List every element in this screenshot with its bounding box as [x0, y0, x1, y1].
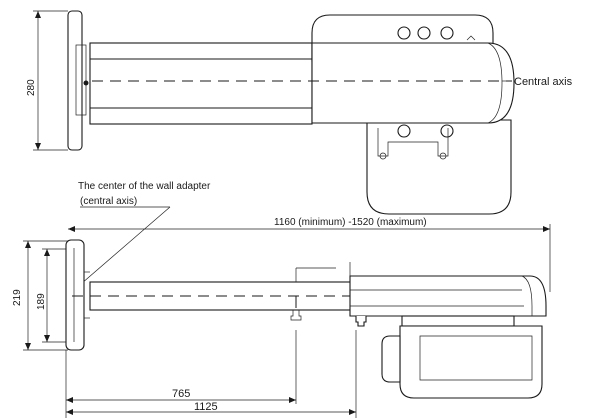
inner-height-189-label: 189	[36, 293, 47, 310]
wall-bracket-top	[75, 44, 87, 116]
wall-plate-side	[65, 239, 85, 351]
central-axis-label: Central axis	[514, 76, 573, 88]
arm-top	[89, 42, 313, 125]
top-view: 280 Central axis	[26, 10, 573, 215]
projector-body-side	[399, 325, 543, 399]
span-dimension-label: 1160 (minimum) -1520 (maximum)	[274, 217, 427, 228]
wall-plate-top	[67, 10, 83, 151]
projector-lens-side	[381, 335, 401, 383]
projector-mount-side	[401, 315, 515, 327]
outer-height-219-label: 219	[12, 289, 23, 306]
wall-adapter-callout-line1: The center of the wall adapter	[78, 181, 211, 192]
height-280-label: 280	[26, 79, 37, 96]
slider-housing-side	[349, 275, 547, 317]
slider-housing-top	[311, 42, 515, 124]
dimension-765-label: 765	[172, 388, 190, 400]
side-view: The center of the wall adapter (central …	[12, 181, 551, 418]
dimension-1125-label: 1125	[194, 401, 218, 413]
mount-plate-lower	[366, 119, 512, 215]
wall-adapter-callout-line2: (central axis)	[80, 196, 137, 207]
